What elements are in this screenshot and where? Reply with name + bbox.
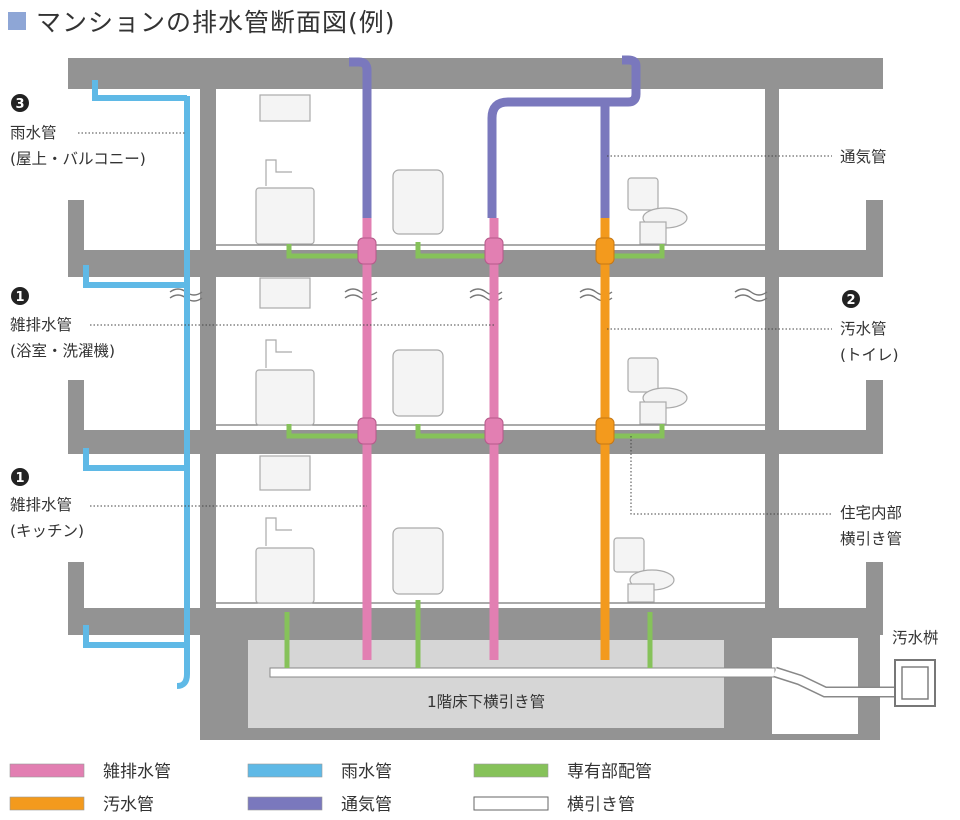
label-sewage: 2 汚水管 (トイレ): [607, 290, 899, 364]
svg-text:汚水管: 汚水管: [103, 795, 154, 815]
legend-item-misc: 雑排水管: [9, 762, 171, 782]
sink-icon: [255, 547, 315, 604]
label-basin: 汚水桝: [892, 629, 939, 647]
legend-swatch: [9, 763, 85, 778]
legend-swatch: [473, 763, 549, 778]
number-badge-icon: [842, 290, 860, 308]
title-square-icon: [8, 12, 26, 30]
legend-item-private: 専有部配管: [473, 762, 652, 782]
cabinet-icon: [259, 277, 311, 309]
svg-text:通気管: 通気管: [341, 795, 392, 815]
svg-text:雨水管: 雨水管: [341, 762, 392, 782]
svg-text:雑排水管: 雑排水管: [10, 316, 72, 334]
private-pipes: [284, 242, 665, 668]
toilet-icon: [613, 537, 645, 573]
legend-swatch: [247, 796, 323, 811]
svg-text:横引き管: 横引き管: [840, 530, 902, 548]
svg-text:汚水管: 汚水管: [840, 320, 887, 338]
title-text: マンションの排水管断面図(例): [36, 8, 396, 37]
label-rain: 3 雨水管 (屋上・バルコニー): [10, 94, 186, 168]
svg-text:雑排水管: 雑排水管: [10, 496, 72, 514]
number-badge-icon: [11, 468, 29, 486]
number-badge-icon: [11, 287, 29, 305]
vent-pipes: [349, 55, 641, 220]
legend-item-rain: 雨水管: [247, 762, 392, 782]
svg-text:住宅内部: 住宅内部: [840, 504, 902, 522]
label-misc-kitchen: 1 雑排水管 (キッチン): [10, 468, 367, 540]
washer-icon: [392, 169, 444, 235]
svg-text:3: 3: [15, 97, 24, 112]
legend-swatch: [473, 796, 549, 811]
cabinet-icon: [259, 94, 311, 122]
sink-icon: [255, 369, 315, 426]
svg-text:雑排水管: 雑排水管: [103, 762, 171, 782]
legend-swatch: [247, 763, 323, 778]
label-inner-pipe: 住宅内部 横引き管: [630, 436, 902, 548]
svg-text:横引き管: 横引き管: [567, 795, 635, 815]
washer-icon: [392, 527, 444, 595]
label-vent: 通気管: [607, 148, 887, 166]
svg-text:1: 1: [15, 471, 24, 486]
legend: 雑排水管 雨水管 専有部配管 汚水管 通気管 横引き管: [9, 762, 652, 815]
misc-drain-joints: [357, 237, 504, 445]
building-structure: [68, 58, 883, 740]
legend-item-horizontal: 横引き管: [473, 795, 635, 815]
legend-item-sewage: 汚水管: [9, 795, 154, 815]
legend-swatch: [9, 796, 85, 811]
toilet-icon: [627, 177, 659, 211]
svg-text:1: 1: [15, 290, 24, 305]
diagram-title: マンションの排水管断面図(例): [8, 4, 396, 38]
rain-pipe: [83, 80, 190, 689]
cabinet-icon: [259, 455, 311, 491]
label-underfloor: 1階床下横引き管: [427, 693, 545, 711]
crawl-space: [248, 640, 724, 728]
svg-text:(トイレ): (トイレ): [840, 346, 899, 364]
svg-text:2: 2: [846, 293, 855, 308]
legend-item-vent: 通気管: [247, 795, 392, 815]
horizontal-pipe: [269, 659, 936, 707]
svg-text:通気管: 通気管: [840, 148, 887, 166]
svg-text:(浴室・洗濯機): (浴室・洗濯機): [10, 342, 115, 360]
washer-icon: [392, 349, 444, 417]
svg-text:専有部配管: 専有部配管: [567, 762, 652, 782]
number-badge-icon: [11, 94, 29, 112]
svg-text:(屋上・バルコニー): (屋上・バルコニー): [10, 150, 146, 168]
toilet-icon: [627, 357, 659, 393]
label-misc-bath: 1 雑排水管 (浴室・洗濯機): [10, 287, 494, 360]
sewage-pipe: [595, 218, 615, 660]
svg-text:雨水管: 雨水管: [10, 124, 57, 142]
fixtures: [255, 94, 688, 604]
sink-icon: [255, 187, 315, 245]
svg-text:(キッチン): (キッチン): [10, 522, 84, 540]
